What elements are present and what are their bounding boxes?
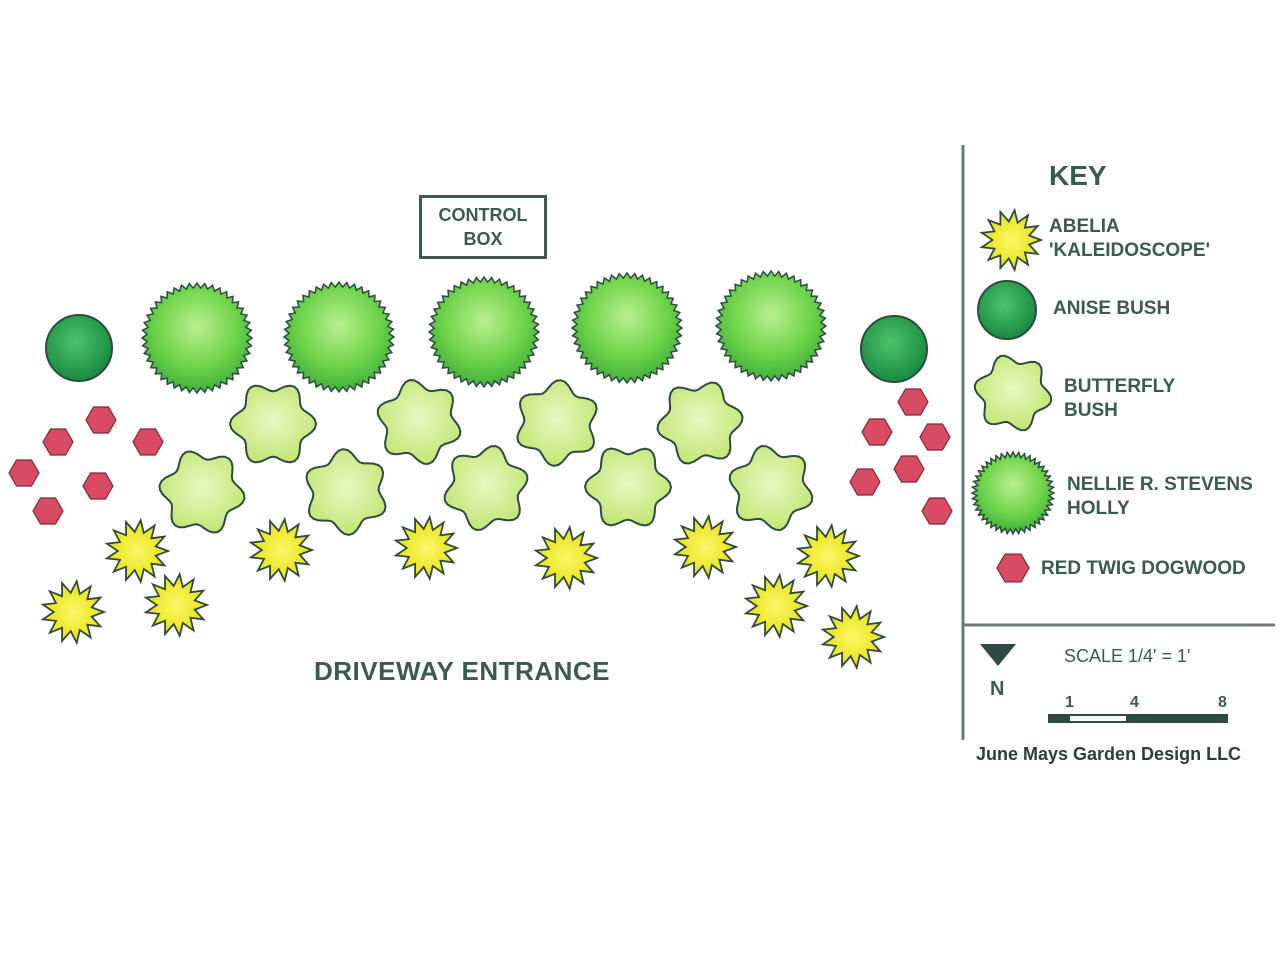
north-arrow-icon <box>980 644 1016 666</box>
abelia-symbol <box>533 524 600 592</box>
key-label-anise-bush: ANISE BUSH <box>1053 298 1171 319</box>
scale-label: SCALE 1/4' = 1' <box>1064 646 1191 666</box>
butterfly-bush-icon <box>973 354 1053 432</box>
red-twig-dogwood-symbol <box>82 472 114 500</box>
abelia-symbol <box>795 522 862 590</box>
scale-bar <box>1048 714 1228 723</box>
key-label-holly: NELLIE R. STEVENS HOLLY <box>1067 474 1253 519</box>
holly-icon <box>970 450 1056 536</box>
butterfly-bush-symbol <box>228 384 318 464</box>
red-twig-dogwood-symbol <box>861 418 893 446</box>
abelia-symbol <box>143 571 210 639</box>
butterfly-bush-symbol <box>516 379 598 467</box>
red-twig-dogwood-symbol <box>921 497 953 525</box>
key-title: KEY <box>1049 160 1107 191</box>
butterfly-bush-symbol <box>728 444 814 532</box>
key-label-abelia: ABELIA 'KALEIDOSCOPE' <box>1049 216 1211 261</box>
butterfly-bush-symbol <box>376 379 462 465</box>
red-twig-dogwood-symbol <box>893 455 925 483</box>
holly-symbol <box>427 275 541 389</box>
abelia-symbol <box>672 513 739 581</box>
red-twig-dogwood-symbol <box>132 428 164 456</box>
holly-symbol <box>140 281 254 395</box>
driveway-entrance-label: DRIVEWAY ENTRANCE <box>314 656 610 686</box>
abelia-symbol <box>820 603 887 671</box>
dogwood-icon <box>996 553 1030 583</box>
red-twig-dogwood-symbol <box>85 406 117 434</box>
abelia-symbol <box>743 572 810 640</box>
north-label: N <box>990 678 1005 700</box>
butterfly-bush-symbol <box>583 447 673 527</box>
anise-bush-symbol <box>860 315 928 383</box>
abelia-symbol <box>40 578 107 646</box>
key-label-butterfly-bush: BUTTERFLY BUSH <box>1064 376 1176 421</box>
butterfly-bush-symbol <box>158 450 246 534</box>
butterfly-bush-symbol <box>656 381 744 465</box>
abelia-symbol <box>248 516 315 584</box>
scale-tick-4: 4 <box>1130 694 1139 711</box>
key-label-red-twig-dogwood: RED TWIG DOGWOOD <box>1041 558 1246 579</box>
holly-symbol <box>282 280 396 394</box>
anise-bush-icon <box>977 280 1037 340</box>
butterfly-bush-symbol <box>305 448 387 536</box>
red-twig-dogwood-symbol <box>42 428 74 456</box>
butterfly-bush-symbol <box>443 445 529 531</box>
scale-tick-8: 8 <box>1218 694 1227 711</box>
holly-symbol <box>570 271 684 385</box>
abelia-icon <box>979 207 1044 273</box>
red-twig-dogwood-symbol <box>897 388 929 416</box>
scale-tick-1: 1 <box>1065 694 1074 711</box>
red-twig-dogwood-symbol <box>32 497 64 525</box>
anise-bush-symbol <box>45 314 113 382</box>
red-twig-dogwood-symbol <box>919 423 951 451</box>
holly-symbol <box>714 269 828 383</box>
abelia-symbol <box>104 517 171 585</box>
control-box: CONTROL BOX <box>419 195 547 259</box>
designer-credit: June Mays Garden Design LLC <box>976 744 1242 764</box>
red-twig-dogwood-symbol <box>8 459 40 487</box>
abelia-symbol <box>393 514 460 582</box>
red-twig-dogwood-symbol <box>849 468 881 496</box>
